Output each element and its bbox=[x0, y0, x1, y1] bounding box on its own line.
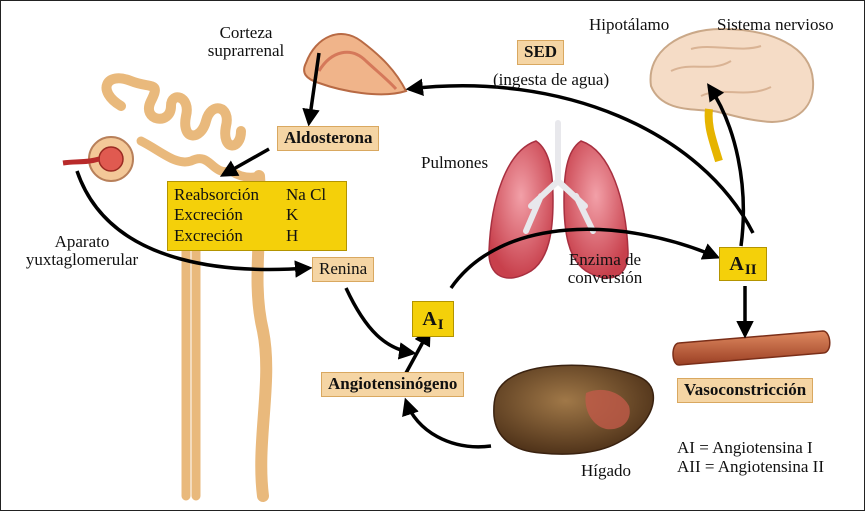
blood-vessel-illustration bbox=[673, 331, 830, 365]
aldosterona-box: Aldosterona bbox=[277, 126, 379, 151]
angiotensinogeno-box: Angiotensinógeno bbox=[321, 372, 464, 397]
yuxtaglomerular-text: yuxtaglomerular bbox=[17, 251, 147, 269]
legend: AI = Angiotensina I AII = Angiotensina I… bbox=[677, 438, 824, 476]
brain-illustration bbox=[651, 29, 814, 161]
corteza-label: Corteza suprarrenal bbox=[192, 24, 300, 60]
ingesta-label: (ingesta de agua) bbox=[493, 71, 609, 89]
aparato-label: Aparato yuxtaglomerular bbox=[17, 233, 147, 269]
a1-subscript: I bbox=[438, 317, 444, 334]
reab-ion: Na Cl bbox=[286, 185, 326, 205]
reab-row: Reabsorción Na Cl bbox=[174, 185, 340, 205]
corteza-text: Corteza bbox=[192, 24, 300, 42]
legend-item: AII = Angiotensina II bbox=[677, 457, 824, 476]
glomerulus-icon bbox=[63, 137, 133, 181]
renina-box: Renina bbox=[312, 257, 374, 282]
enzima-text: Enzima de bbox=[555, 251, 655, 269]
arrow-liver-to-angiotensinogeno bbox=[406, 401, 491, 447]
legend-item: AI = Angiotensina I bbox=[677, 438, 824, 457]
higado-label: Hígado bbox=[581, 462, 631, 480]
reab-ion: H bbox=[286, 226, 298, 246]
conversion-text: conversión bbox=[555, 269, 655, 287]
a2-subscript: II bbox=[745, 262, 757, 279]
adrenal-cortex-illustration bbox=[304, 34, 406, 94]
a1-letter: A bbox=[422, 308, 436, 331]
vasoconstriccion-box: Vasoconstricción bbox=[677, 378, 813, 403]
enzima-label: Enzima de conversión bbox=[555, 251, 655, 287]
pulmones-label: Pulmones bbox=[421, 154, 488, 172]
reab-process: Excreción bbox=[174, 226, 286, 246]
reab-process: Reabsorción bbox=[174, 185, 286, 205]
a2-letter: A bbox=[729, 253, 743, 276]
hipotalamo-label: Hipotálamo bbox=[589, 16, 669, 34]
reab-row: Excreción H bbox=[174, 226, 340, 246]
reab-row: Excreción K bbox=[174, 205, 340, 225]
liver-illustration bbox=[494, 365, 654, 454]
sistema-nervioso-label: Sistema nervioso bbox=[717, 16, 834, 34]
nephron-illustration bbox=[107, 78, 267, 496]
reab-ion: K bbox=[286, 205, 298, 225]
arrow-renina-to-a1 bbox=[346, 288, 413, 353]
suprarrenal-text: suprarrenal bbox=[192, 42, 300, 60]
reabsorcion-excrecion-box: Reabsorción Na Cl Excreción K Excreción … bbox=[167, 181, 347, 251]
sed-box: SED bbox=[517, 40, 564, 65]
aparato-text: Aparato bbox=[17, 233, 147, 251]
reab-process: Excreción bbox=[174, 205, 286, 225]
